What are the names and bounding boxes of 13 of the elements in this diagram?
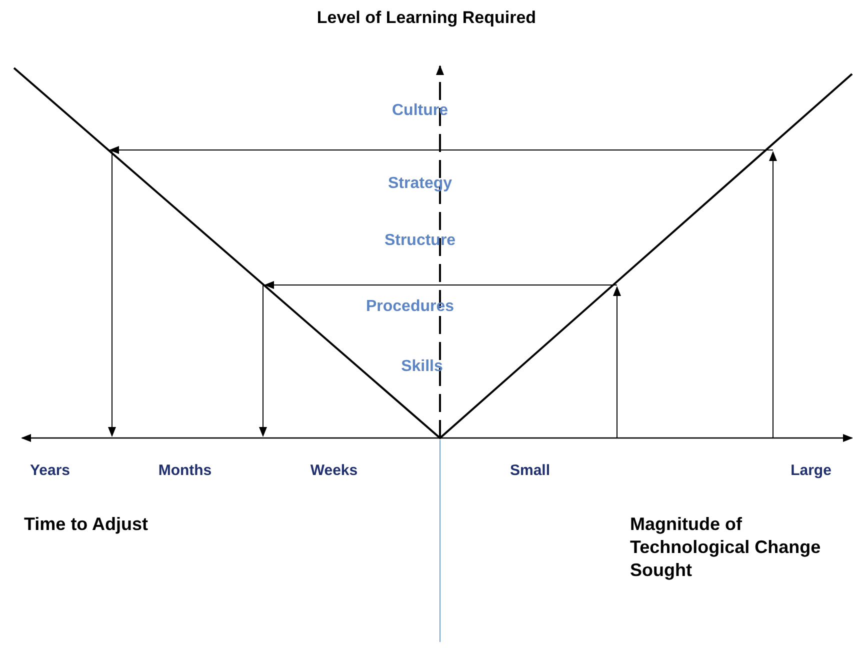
axis-tick-label: Weeks: [309, 462, 359, 479]
axis-tick-label: Small: [508, 462, 552, 479]
level-label: Procedures: [364, 298, 456, 316]
chart-title: Level of Learning Required: [316, 8, 538, 28]
level-label: Structure: [383, 232, 457, 250]
level-label: Strategy: [386, 175, 454, 193]
level-label: Culture: [391, 102, 449, 120]
axis-title: Magnitude of Technological Change Sought: [630, 513, 822, 582]
axis-tick-label: Months: [157, 462, 213, 479]
axis-tick-label: Large: [790, 462, 832, 479]
level-label: Skills: [400, 358, 444, 376]
axis-title: Time to Adjust: [24, 513, 150, 536]
axis-tick-label: Years: [28, 462, 72, 479]
